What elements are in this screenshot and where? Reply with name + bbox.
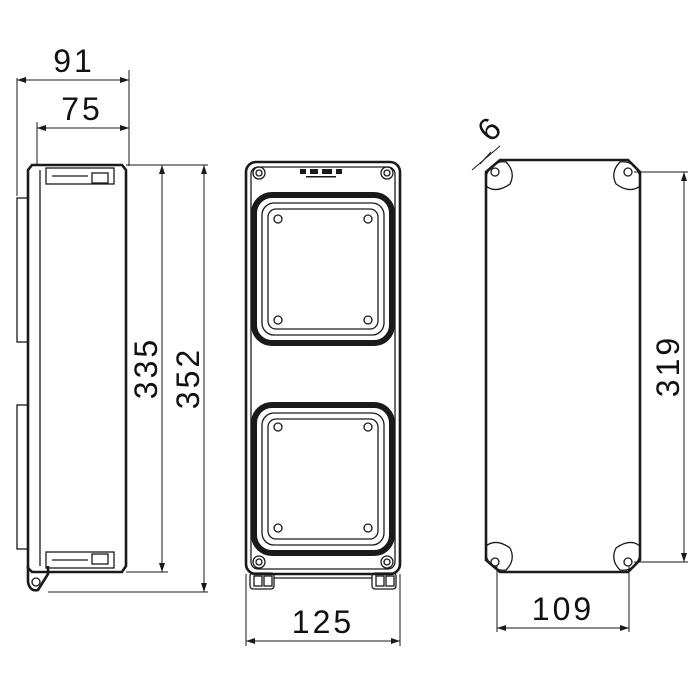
dim-75-arrow-right	[120, 125, 129, 131]
upper-window-screw-tl	[273, 214, 283, 224]
dim-75-label: 75	[61, 91, 103, 127]
dim-109-label: 109	[532, 591, 594, 627]
front-screw-br-inner	[383, 558, 391, 566]
back-hole-tl	[490, 167, 500, 177]
side-top-hinge-clip	[91, 172, 109, 184]
dim-125-label: 125	[292, 604, 354, 640]
side-view: 91 75 335 352	[16, 43, 208, 593]
front-screw-tr	[380, 166, 394, 180]
side-knockout-top	[16, 197, 29, 343]
dim-335-arrow-top	[159, 165, 165, 174]
back-view: 6 319 109	[470, 108, 688, 632]
upper-window-screw-br	[363, 315, 373, 325]
dim-109-arrow-right	[620, 625, 629, 631]
dim-6-label: 6	[470, 108, 510, 148]
side-bottom-hinge-clip	[91, 553, 109, 565]
dim-352-arrow-bottom	[201, 583, 207, 592]
front-lower-window	[251, 402, 395, 556]
upper-window-screw-bl	[273, 315, 283, 325]
dim-125-arrow-right	[391, 638, 400, 644]
side-body-outline	[26, 163, 128, 574]
back-corner-tr	[613, 161, 641, 191]
back-corner-bl	[485, 541, 513, 571]
back-corner-tl	[485, 161, 513, 191]
lower-window-screw-tr	[363, 422, 373, 432]
back-hole-br	[623, 557, 633, 567]
lower-window-screw-br	[363, 523, 373, 533]
dim-335-arrow-bottom	[159, 563, 165, 572]
front-screw-tl-inner	[255, 169, 263, 177]
front-screw-bl-inner	[255, 558, 263, 566]
side-lug-hole	[31, 577, 41, 587]
dim-91-arrow-right	[120, 77, 129, 83]
side-top-hinge	[45, 167, 115, 185]
front-outline	[244, 160, 402, 576]
dim-352-label: 352	[170, 347, 206, 409]
front-screw-tl	[252, 166, 266, 180]
front-view: 125	[244, 160, 402, 646]
front-screw-br	[380, 555, 394, 569]
manufacturer-logo	[300, 169, 342, 178]
dim-319-arrow-bottom	[681, 553, 687, 562]
side-knockout-bottom	[16, 404, 29, 550]
front-screw-tr-inner	[383, 169, 391, 177]
front-screw-bl	[252, 555, 266, 569]
front-upper-window	[251, 192, 395, 346]
dim-125-arrow-left	[246, 638, 255, 644]
back-corner-br	[613, 541, 641, 571]
dim-335-label: 335	[128, 337, 164, 399]
lower-window-screw-bl	[273, 523, 283, 533]
dim-6-tick	[479, 151, 492, 165]
lower-window-screw-tl	[273, 422, 283, 432]
side-mounting-lug	[26, 566, 50, 592]
dim-352-arrow-top	[201, 165, 207, 174]
upper-window-screw-tr	[363, 214, 373, 224]
dim-319-arrow-top	[681, 172, 687, 181]
dim-75-arrow-left	[37, 125, 46, 131]
dim-91-label: 91	[53, 43, 95, 79]
dim-91-arrow-left	[17, 77, 26, 83]
back-hole-bl	[490, 557, 500, 567]
back-outline	[484, 158, 642, 574]
dim-109-arrow-left	[497, 625, 506, 631]
back-hole-tr	[623, 167, 633, 177]
side-bottom-hinge	[45, 551, 115, 569]
front-bottom-hinges	[249, 572, 397, 590]
dim-319-label: 319	[650, 335, 686, 397]
front-inner-outline	[250, 166, 396, 570]
